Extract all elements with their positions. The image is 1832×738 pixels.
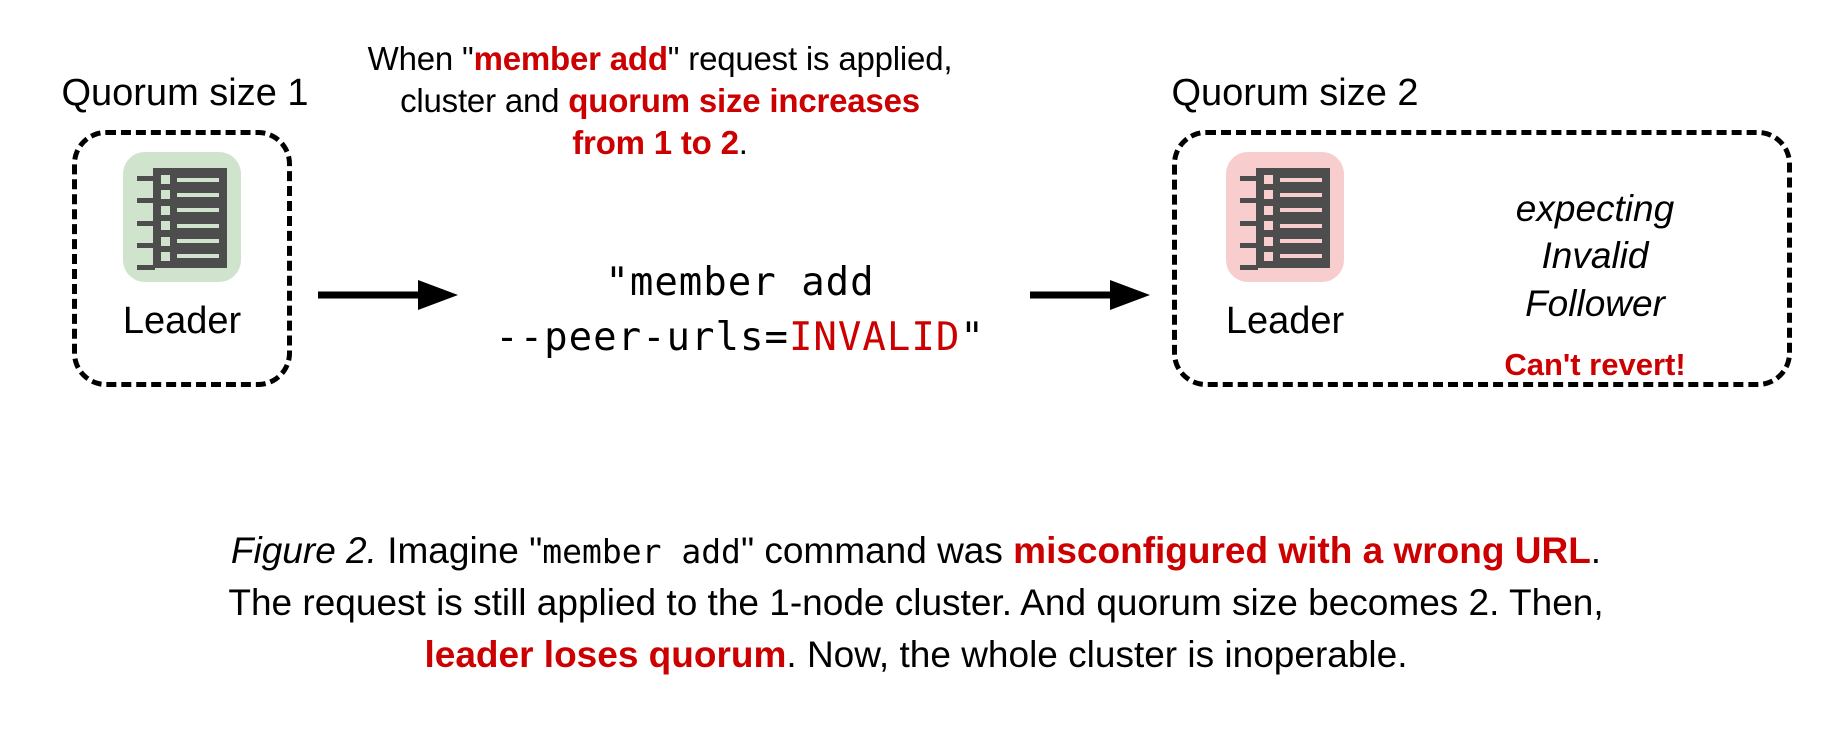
rack-nub [137, 176, 155, 181]
caption-seg-1: Imagine " [376, 530, 543, 571]
node-left: Leader [97, 152, 267, 343]
figure-label: Figure 2. [230, 530, 377, 571]
figure-caption-line-2: The request is still applied to the 1-no… [60, 577, 1772, 629]
caption-seg-5: . [1590, 530, 1602, 571]
rack-unit [161, 236, 221, 246]
node-label-left: Leader [122, 300, 242, 342]
rack-led-icon [1264, 205, 1273, 215]
top-note-l2-emphasis: quorum size increases [568, 82, 920, 120]
rack-slot [1280, 239, 1322, 244]
rack-nub [137, 198, 155, 204]
top-note-l3-emphasis: from 1 to 2 [572, 124, 739, 162]
server-rack-icon [1226, 152, 1344, 288]
rack-slot [1280, 177, 1322, 182]
top-annotation: When "member add" request is applied, cl… [350, 38, 970, 165]
figure-caption-line-1: Figure 2. Imagine "member add" command w… [60, 525, 1772, 577]
figure-caption: Figure 2. Imagine "member add" command w… [60, 525, 1772, 680]
rack-led-icon [1264, 236, 1273, 246]
top-note-l1-prefix: When " [367, 40, 474, 77]
rack-unit [1264, 190, 1324, 200]
top-annotation-line-1: When "member add" request is applied, [350, 38, 970, 80]
caption-seg-3: " command was [740, 530, 1014, 571]
rack-led-icon [161, 190, 170, 200]
status-line-3: Follower [1525, 282, 1665, 324]
cluster-box-left [72, 130, 292, 387]
caption-command-token: member add [542, 532, 741, 571]
top-note-l1-emphasis: member add [473, 40, 668, 77]
caption-emphasis-1: misconfigured with a wrong URL [1013, 530, 1591, 571]
caption-seg-6: The request is still applied to the 1-no… [228, 581, 1604, 623]
top-note-l3-suffix: . [738, 124, 748, 162]
rack-nub [1240, 242, 1258, 248]
rack-unit [1264, 236, 1324, 246]
command-line-2: --peer-urls=INVALID" [460, 310, 1020, 365]
top-note-l2-prefix: cluster and [400, 82, 569, 120]
rack-slot [177, 239, 219, 244]
status-line-1: expecting [1515, 188, 1675, 229]
rack-cable-nubs [1240, 176, 1258, 270]
command-line-1: "member add [605, 260, 875, 305]
cluster-label-left: Quorum size 1 [61, 72, 309, 114]
rack-led-icon [1264, 190, 1273, 200]
status-warning: Can't revert! [1504, 347, 1686, 383]
cluster-box-right [1172, 130, 1792, 387]
rack-slot [177, 208, 219, 213]
rack-unit-list [1264, 175, 1324, 261]
flow-arrow-1 [318, 278, 458, 312]
flow-arrow-2 [1030, 278, 1150, 312]
rack-cable-nubs [137, 176, 155, 270]
caption-seg-8: . Now, the whole cluster is inoperable. [786, 633, 1408, 675]
rack-unit [161, 175, 221, 184]
rack-led-icon [161, 236, 170, 246]
rack-unit-list [161, 175, 221, 261]
rack-led-icon [1264, 175, 1273, 184]
rack-unit [161, 251, 221, 261]
status-block: expecting Invalid Follower Can't revert! [1430, 185, 1760, 383]
rack-led-icon [161, 221, 170, 231]
rack-unit [1264, 251, 1324, 261]
node-label-right: Leader [1225, 300, 1345, 342]
rack-nub [1240, 176, 1258, 181]
status-line-2: Invalid [1541, 235, 1649, 277]
rack-unit [161, 190, 221, 200]
rack-slot [177, 223, 219, 228]
server-rack-icon [123, 152, 241, 288]
command-closing-quote: " [960, 315, 985, 361]
cluster-label-right: Quorum size 2 [1171, 72, 1419, 114]
rack-unit [161, 205, 221, 215]
rack-led-icon [1264, 251, 1273, 261]
rack-slot [1280, 192, 1322, 197]
rack-slot [1280, 254, 1322, 259]
rack-led-icon [161, 205, 170, 215]
rack-nub [137, 265, 155, 270]
command-text: "member add --peer-urls=INVALID" [460, 255, 1020, 366]
node-right: Leader [1200, 152, 1370, 343]
rack-led-icon [161, 175, 170, 184]
rack-slot [177, 192, 219, 197]
rack-led-icon [161, 251, 170, 261]
rack-led-icon [1264, 221, 1273, 231]
rack-nub [1240, 220, 1258, 226]
rack-unit [161, 221, 221, 231]
rack-body [153, 168, 227, 268]
top-annotation-line-3: from 1 to 2. [350, 122, 970, 164]
rack-nub [1240, 265, 1258, 270]
rack-nub [137, 242, 155, 248]
rack-nub [137, 220, 155, 226]
top-note-l1-suffix: " request is applied, [667, 40, 953, 77]
rack-unit [1264, 175, 1324, 184]
top-annotation-line-2: cluster and quorum size increases [350, 80, 970, 122]
rack-unit [1264, 205, 1324, 215]
rack-nub [1240, 198, 1258, 204]
figure-caption-line-3: leader loses quorum. Now, the whole clus… [60, 629, 1772, 681]
rack-slot [177, 254, 219, 259]
command-flag: --peer-urls= [495, 315, 789, 361]
rack-slot [177, 177, 219, 182]
rack-slot [1280, 223, 1322, 228]
command-invalid-value: INVALID [788, 315, 961, 361]
caption-emphasis-2: leader loses quorum [424, 633, 787, 675]
rack-slot [1280, 208, 1322, 213]
rack-body [1256, 168, 1330, 268]
rack-unit [1264, 221, 1324, 231]
